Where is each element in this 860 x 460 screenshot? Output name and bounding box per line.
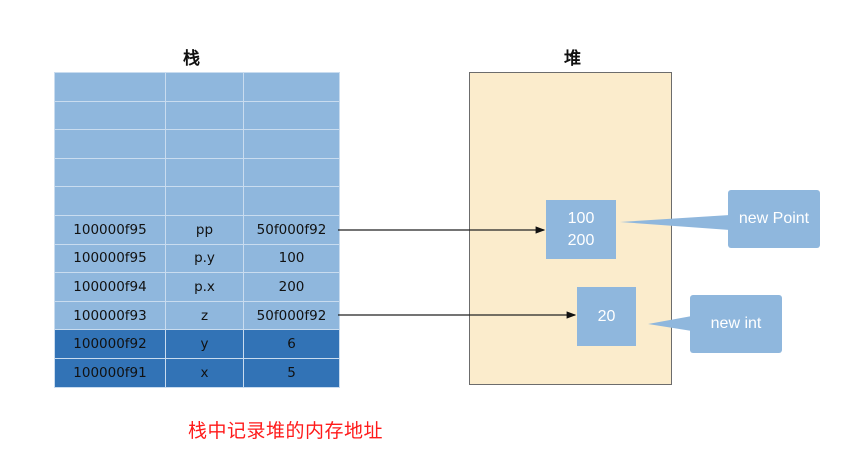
callout-tail-point <box>620 215 730 230</box>
stack-cell-value <box>243 186 340 216</box>
stack-title: 栈 <box>183 49 200 69</box>
heap-object-int: 20 <box>577 287 636 346</box>
stack-cell-value: 100 <box>243 243 340 274</box>
stack-cell-value <box>243 100 340 131</box>
stack-cell-address <box>54 100 166 131</box>
stack-row <box>54 186 340 216</box>
callout-tail-int <box>648 316 692 331</box>
stack-cell-address: 100000f95 <box>54 214 166 245</box>
stack-cell-address: 100000f93 <box>54 300 166 331</box>
stack-row <box>54 129 340 159</box>
heap-object-line: 200 <box>567 231 595 249</box>
stack-cell-value <box>243 157 340 188</box>
callout-new-int: new int <box>690 295 782 353</box>
stack-cell-address: 100000f92 <box>54 329 166 359</box>
caption: 栈中记录堆的内存地址 <box>188 420 384 442</box>
stack-cell-address: 100000f95 <box>54 243 166 274</box>
stack-cell-address <box>54 129 166 159</box>
stack-row <box>54 100 340 131</box>
stack-row <box>54 72 340 102</box>
stack-cell-name <box>165 100 244 131</box>
stack-cell-name: z <box>165 300 244 331</box>
stack-cell-name <box>165 157 244 188</box>
heap-object-point: 100 200 <box>546 200 616 259</box>
stack-cell-address <box>54 72 166 102</box>
heap-title: 堆 <box>564 49 581 69</box>
stack-cell-value <box>243 129 340 159</box>
stack-cell-value: 6 <box>243 329 340 359</box>
stack-cell-value: 200 <box>243 272 340 302</box>
stack-cell-name <box>165 72 244 102</box>
stack-cell-name: pp <box>165 214 244 245</box>
stack-cell-name: x <box>165 357 244 388</box>
callout-new-point: new Point <box>728 190 820 248</box>
heap-object-line: 20 <box>597 307 616 325</box>
stack-cell-value: 50f000f92 <box>243 214 340 245</box>
stack-cell-name <box>165 186 244 216</box>
stack-cell-name <box>165 129 244 159</box>
stack-row <box>54 157 340 188</box>
stack-cell-value: 5 <box>243 357 340 388</box>
heap-object-line: 100 <box>567 209 595 227</box>
stack-cell-address <box>54 157 166 188</box>
